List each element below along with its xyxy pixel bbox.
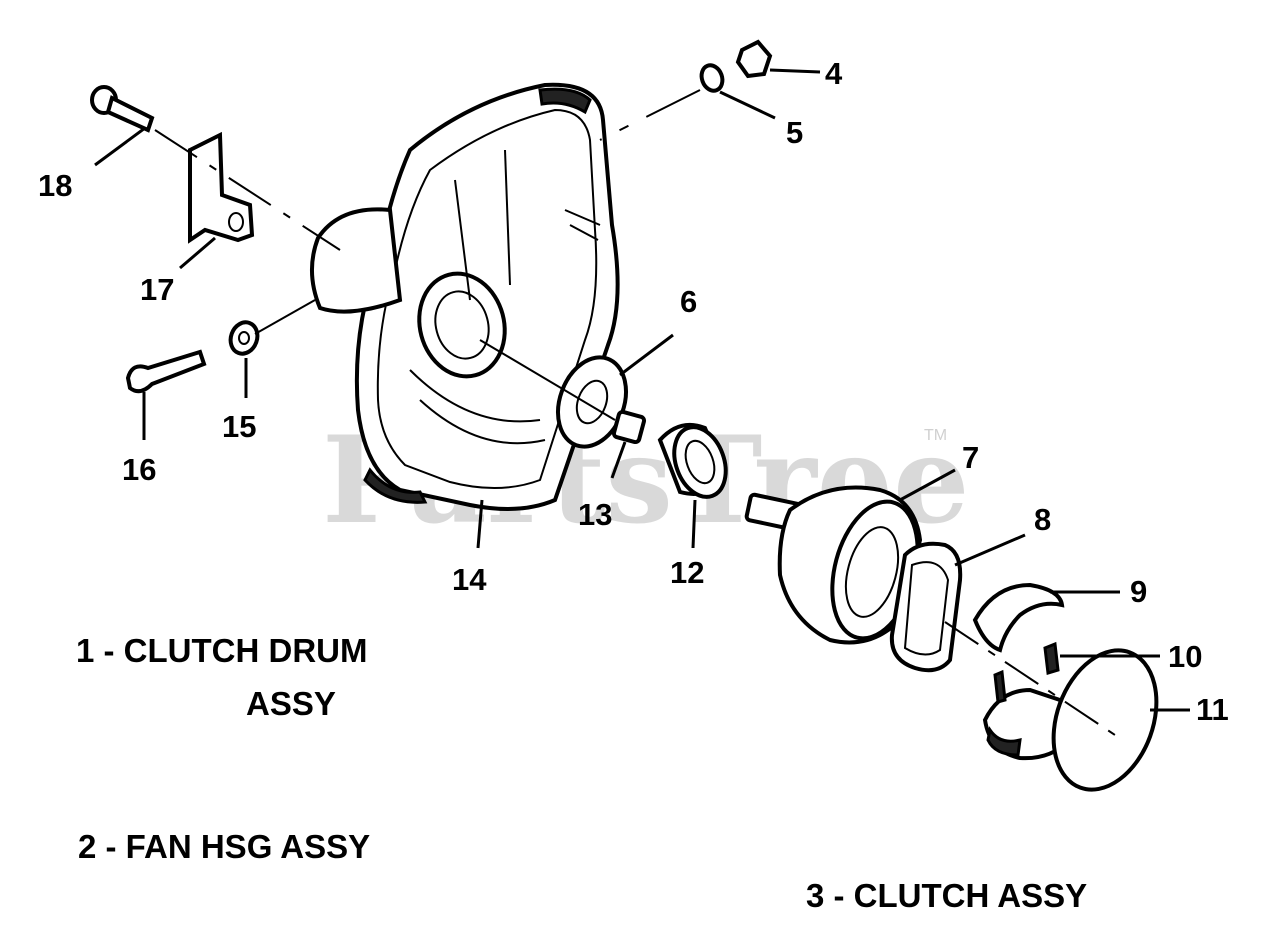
callout-13: 13	[578, 497, 612, 532]
nut-4	[735, 39, 773, 79]
plate-8	[889, 541, 963, 673]
callout-11: 11	[1196, 692, 1229, 727]
assembly-3: 3 - CLUTCH ASSY	[806, 877, 1087, 914]
callout-12: 12	[670, 555, 704, 590]
callout-6: 6	[680, 284, 697, 319]
callout-10: 10	[1168, 639, 1202, 674]
washer-15	[228, 320, 260, 356]
callout-16: 16	[122, 452, 156, 487]
spring-10	[1043, 641, 1060, 675]
callout-9: 9	[1130, 574, 1147, 609]
screw-18	[90, 85, 155, 133]
fan-housing	[309, 82, 620, 511]
callout-5: 5	[786, 115, 803, 150]
assembly-1-line2: ASSY	[246, 685, 336, 722]
callout-18: 18	[38, 168, 72, 203]
bearing-12	[657, 423, 728, 499]
clutch-shoe-9	[972, 582, 1065, 653]
callout-8: 8	[1034, 502, 1051, 537]
clutch-cover-11	[982, 648, 1159, 792]
callout-15: 15	[222, 409, 256, 444]
washer-5	[699, 63, 725, 93]
assembly-1-line1: 1 - CLUTCH DRUM	[76, 632, 367, 669]
assembly-2: 2 - FAN HSG ASSY	[78, 828, 370, 865]
callout-14: 14	[452, 562, 487, 597]
callout-17: 17	[140, 272, 174, 307]
callout-7: 7	[962, 440, 979, 475]
leader-lines	[94, 68, 1190, 736]
screw-16	[125, 349, 207, 394]
nut-13	[611, 409, 647, 445]
bracket-17	[188, 131, 255, 244]
watermark-tm: TM	[924, 427, 947, 444]
callout-4: 4	[825, 56, 843, 91]
